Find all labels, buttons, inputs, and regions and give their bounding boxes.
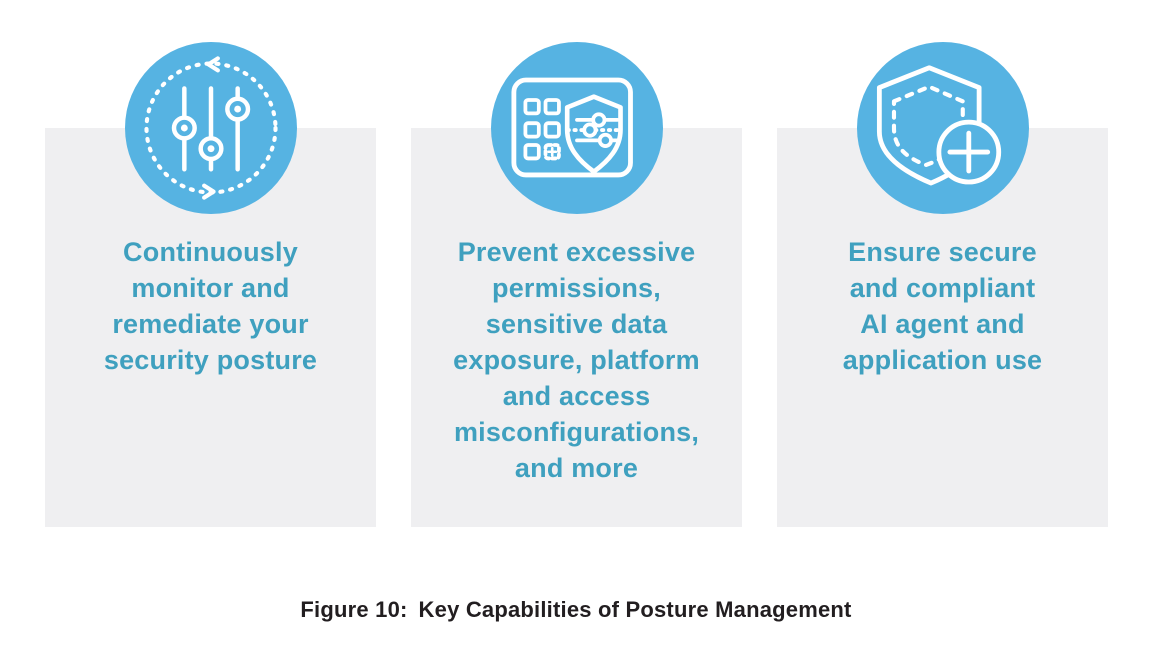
dashboard-shield-settings-icon <box>490 42 663 214</box>
figure-caption: Figure 10: Key Capabilities of Posture Ma… <box>0 595 1152 625</box>
figure-caption-label: Figure 10: <box>300 597 408 622</box>
continuous-monitoring-sliders-icon <box>124 42 297 214</box>
capability-card-monitor: Continuously monitor and remediate your … <box>45 42 376 527</box>
capability-text-monitor: Continuously monitor and remediate your … <box>103 237 318 375</box>
capability-cards-row: Continuously monitor and remediate your … <box>45 42 1108 527</box>
figure-caption-title: Key Capabilities of Posture Management <box>418 597 852 622</box>
capability-card-ensure: Ensure secure and compliant AI agent and… <box>777 42 1108 527</box>
capability-card-prevent: Prevent excessive permissions, sensitive… <box>411 42 742 527</box>
capability-text-prevent: Prevent excessive permissions, sensitive… <box>453 237 700 483</box>
shield-plus-icon <box>856 42 1029 214</box>
capability-text-ensure: Ensure secure and compliant AI agent and… <box>842 237 1043 375</box>
